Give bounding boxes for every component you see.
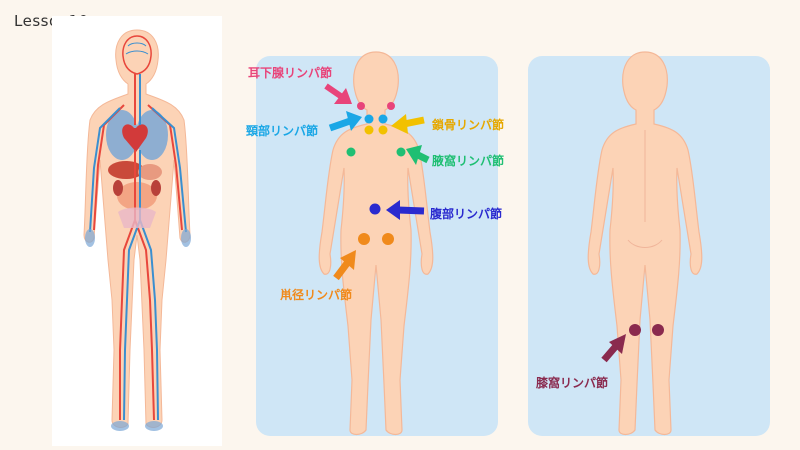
parotid-label: 耳下腺リンパ節 [248, 66, 333, 80]
back-body-silhouette [587, 51, 703, 436]
right-kidney [151, 180, 161, 196]
axillary-label: 腋窩リンパ節 [432, 154, 505, 168]
clavicle-node-left [364, 125, 374, 135]
abdominal-node [369, 203, 381, 215]
pelvis [118, 207, 156, 228]
intestines [117, 182, 157, 210]
clavicle-node-right [378, 125, 388, 135]
parotid-node-right [387, 102, 395, 110]
clavicle-arrow [391, 114, 425, 134]
left-foot [111, 421, 129, 431]
axillary-node-right [396, 147, 406, 157]
arteries [93, 74, 183, 421]
right-foot [145, 421, 163, 431]
heart [122, 124, 148, 152]
cervical-node-left [364, 114, 374, 124]
axillary-arrow [406, 145, 430, 165]
left-kidney [113, 180, 123, 196]
inguinal-node-left [358, 233, 370, 245]
inguinal-node-right [382, 233, 394, 245]
cervical-arrow [328, 111, 362, 132]
head-veins [125, 42, 149, 55]
inguinal-label: 鼡径リンパ節 [280, 288, 353, 302]
veins [89, 74, 187, 421]
parotid-node-left [357, 102, 365, 110]
front-body-silhouette [318, 51, 434, 436]
cervical-node-right [378, 114, 388, 124]
stomach [138, 164, 162, 180]
head-vessels [122, 35, 152, 75]
popliteal-node-left [629, 324, 641, 336]
abdominal-arrow [386, 200, 425, 220]
parotid-arrow [324, 83, 352, 104]
clavicle-label: 鎖骨リンパ節 [432, 118, 505, 132]
inguinal-arrow [333, 250, 356, 281]
left-lung [106, 110, 138, 160]
cervical-label: 頸部リンパ節 [246, 124, 319, 138]
abdominal-label: 腹部リンパ節 [430, 207, 503, 221]
circulatory-body [83, 29, 191, 431]
back-spine-line [627, 130, 663, 248]
left-hand [85, 229, 95, 247]
right-hand [181, 229, 191, 247]
popliteal-label: 膝窩リンパ節 [536, 376, 609, 390]
popliteal-node-right [652, 324, 664, 336]
popliteal-arrow [601, 334, 626, 363]
axillary-node-left [346, 147, 356, 157]
right-lung [136, 110, 168, 160]
